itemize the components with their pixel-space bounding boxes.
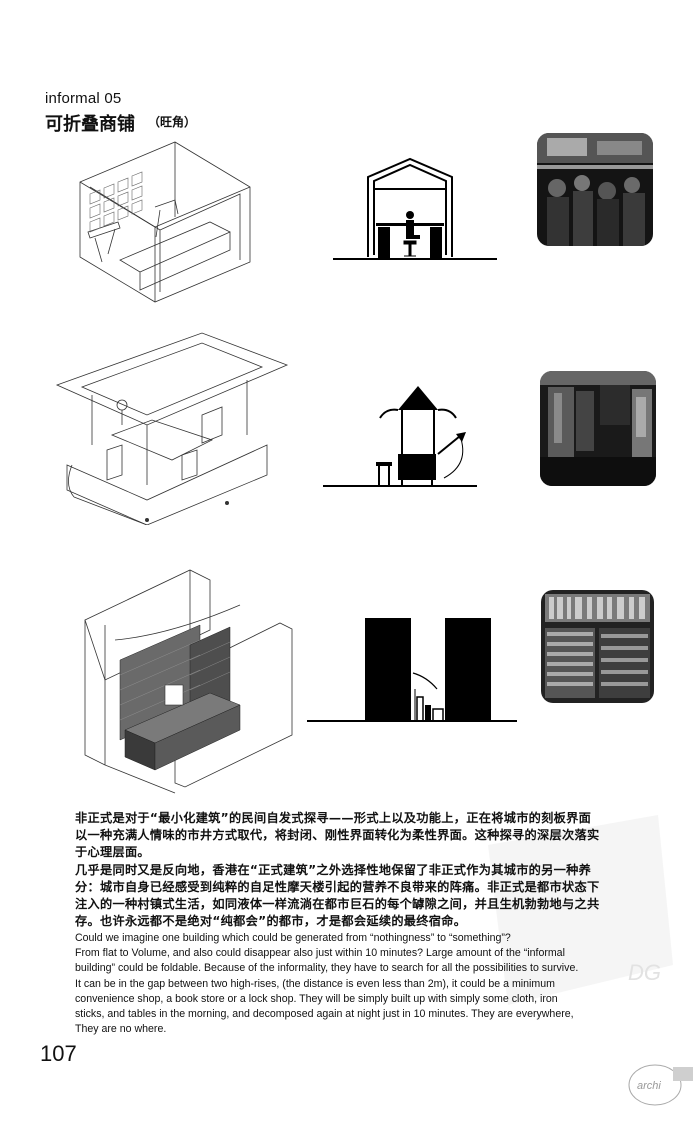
photo-book-store xyxy=(541,590,654,703)
section-drawing-1 xyxy=(333,157,497,260)
en-line: They are no where. xyxy=(75,1023,167,1036)
section-label: informal 05 xyxy=(45,90,122,107)
svg-text:DG: DG xyxy=(628,960,661,985)
zh-line: 分：城市自身已经感受到纯粹的自足性摩天楼引起的营养不良带来的阵痛。非正式是都市状… xyxy=(75,879,600,894)
axonometric-drawing-3 xyxy=(84,569,293,794)
en-line: sticks, and tables in the morning, and d… xyxy=(75,1008,574,1021)
axonometric-drawing-1 xyxy=(79,141,251,303)
watermark-logo: DG xyxy=(488,815,673,1005)
page-number: 107 xyxy=(40,1041,77,1066)
zh-line: 注入的一种村镇式生活，如同液体一样流淌在都市巨石的每个罅隙之间，并且生机勃勃地与… xyxy=(75,897,600,912)
zh-line: 以一种充满人情味的市井方式取代，将封闭、刚性界面转化为柔性界面。这种探寻的深层次… xyxy=(75,828,600,843)
en-line: It can be in the gap between two high-ri… xyxy=(75,977,555,990)
svg-text:archi: archi xyxy=(637,1080,661,1092)
en-line: From flat to Volume, and also could disa… xyxy=(75,947,565,960)
zh-line: 存。也许永远都不是绝对“纯都会”的都市，才是都会延续的最终宿命。 xyxy=(75,914,467,929)
en-line: Could we imagine one building which coul… xyxy=(75,932,511,944)
section-drawing-3 xyxy=(307,618,517,722)
en-line: building” could be foldable. Because of … xyxy=(75,962,579,975)
section-location-note: （旺角） xyxy=(148,115,197,129)
section-drawing-2 xyxy=(323,386,477,487)
english-body-text: Could we imagine one building which coul… xyxy=(75,931,650,1037)
photo-clothing-stall xyxy=(540,371,656,486)
publisher-stamp: archi xyxy=(628,1064,693,1106)
zh-line: 于心理层面。 xyxy=(75,845,150,860)
section-title: 可折叠商铺 xyxy=(45,114,135,135)
zh-line: 非正式是对于“最小化建筑”的民间自发式探寻——形式上以及功能上，正在将城市的刻板… xyxy=(75,811,592,825)
chinese-body-text: 非正式是对于“最小化建筑”的民间自发式探寻——形式上以及功能上，正在将城市的刻板… xyxy=(75,810,637,930)
photo-night-market-crowd xyxy=(537,133,653,246)
en-line: convenience shop, a book store or a lock… xyxy=(75,992,558,1005)
zh-line: 几乎是同时又是反向地，香港在“正式建筑”之外选择性地保留了非正式作为其城市的另一… xyxy=(75,862,592,877)
axonometric-drawing-2 xyxy=(55,332,289,525)
